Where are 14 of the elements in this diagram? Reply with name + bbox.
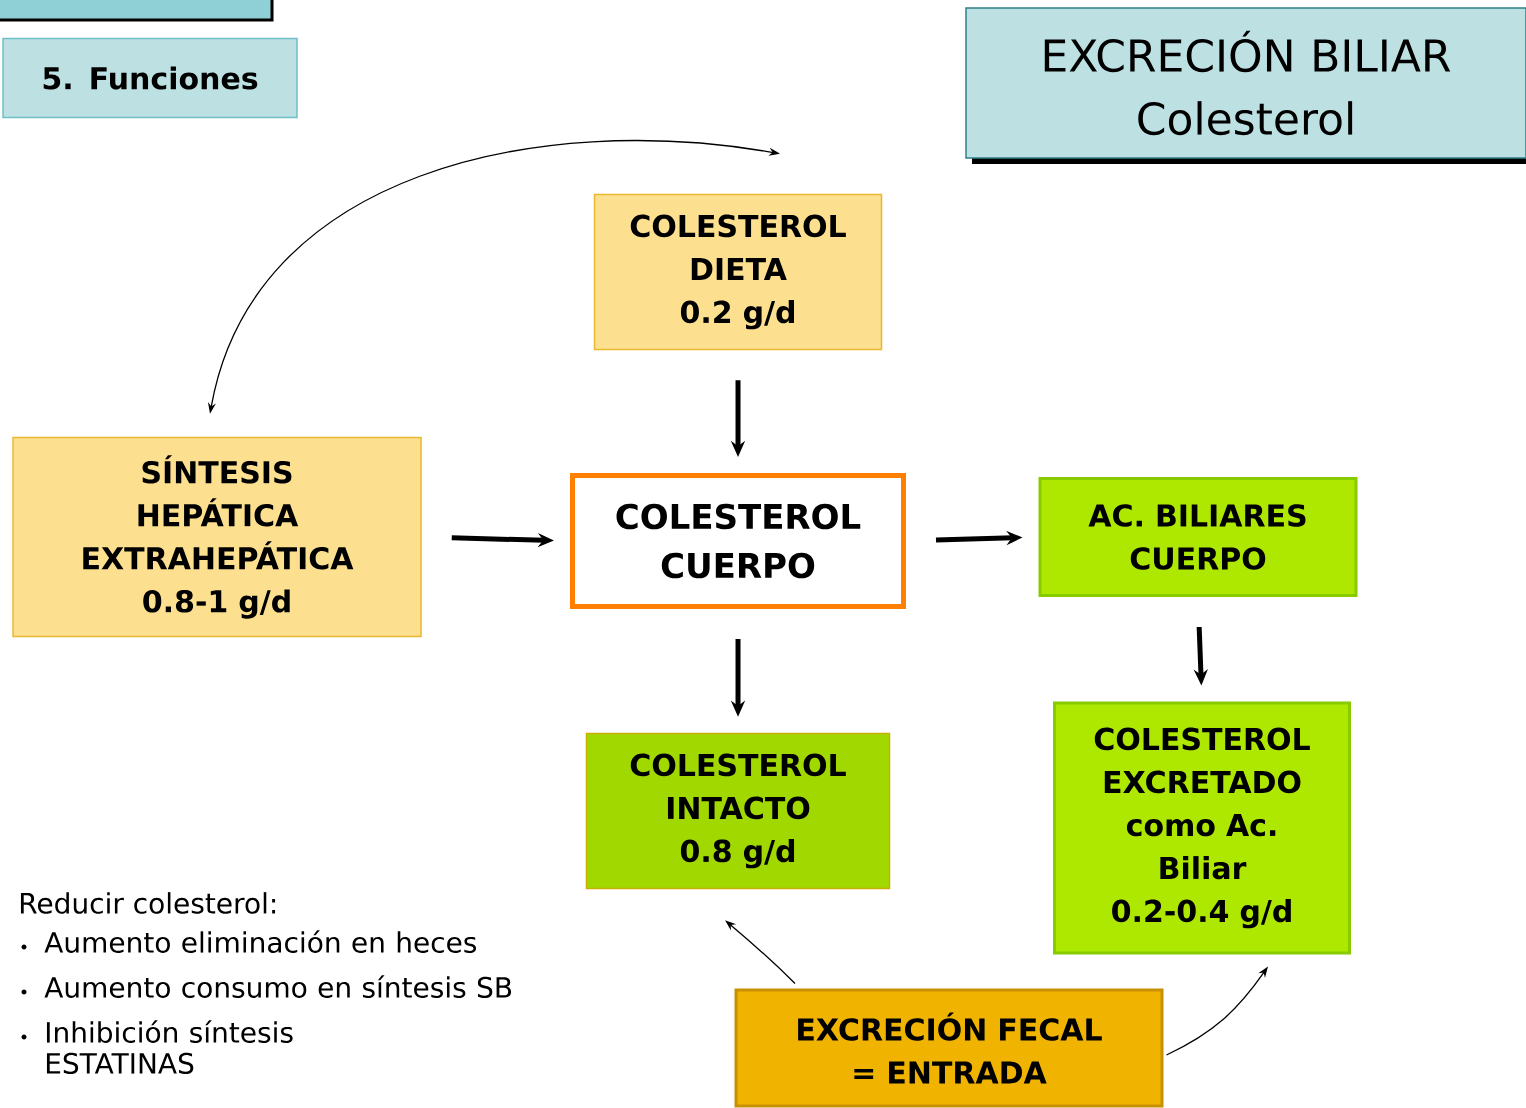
bullet-text: Aumento consumo en síntesis SB	[44, 975, 512, 998]
arrow	[725, 920, 796, 985]
bile-acid-box: AC. BILIARES CUERPO	[1038, 477, 1358, 597]
intake-box: COLESTEROL DIETA 0.2 g/d	[593, 193, 883, 351]
fecal-box: EXCRECIÓN FECAL = ENTRADA	[734, 988, 1164, 1108]
excreted-box: COLESTEROL EXCRETADO como Ac. Biliar 0.2-0.4 g/d	[1053, 701, 1351, 955]
title-box: EXCRECIÓN BILIAR Colesterol	[965, 7, 1526, 164]
intact-box: COLESTEROL INTACTO 0.8 g/d	[585, 732, 891, 890]
section-box: 5. Funciones	[2, 37, 298, 119]
synthesis-box: SÍNTESIS HEPÁTICA EXTRAHEPÁTICA 0.8-1 g/d	[12, 436, 422, 638]
note-text: Reducir colesterol:	[20, 892, 276, 914]
bullet-text: Inhibición síntesis ESTATINAS	[46, 1020, 293, 1074]
body-pool-box: COLESTEROL CUERPO	[570, 473, 906, 609]
bullet-text: Aumento eliminación en heces	[44, 930, 477, 953]
